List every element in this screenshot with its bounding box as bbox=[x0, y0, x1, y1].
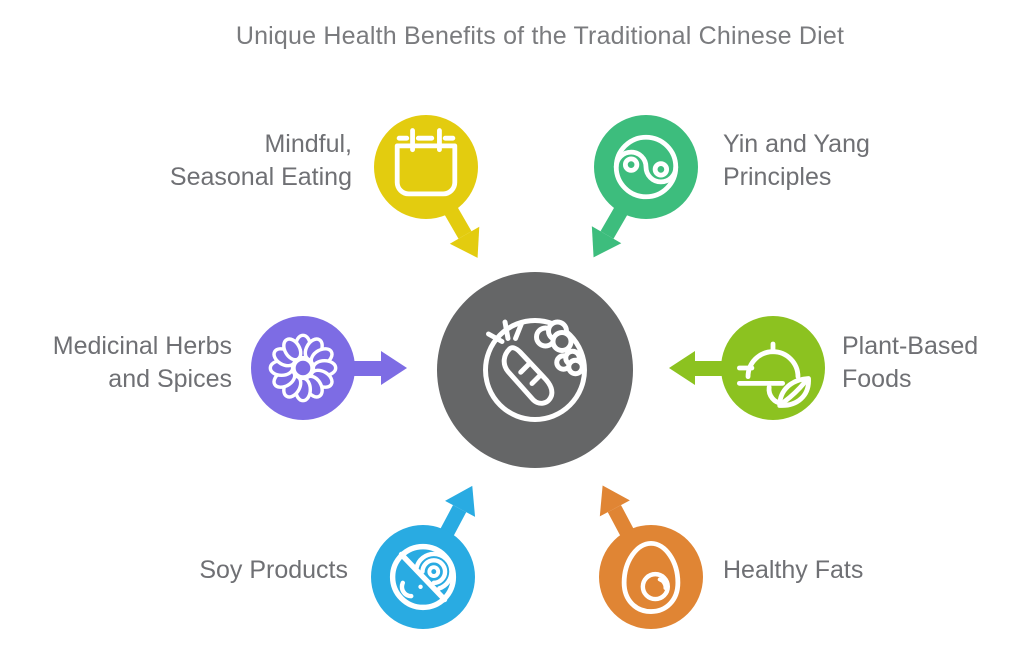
center-circle bbox=[437, 272, 633, 468]
label-soy-products: Soy Products bbox=[199, 556, 348, 584]
mindful-circle bbox=[374, 115, 478, 219]
healthy-meal-plate-icon bbox=[483, 318, 587, 422]
yin-yang-circle bbox=[594, 115, 698, 219]
herbs-circle bbox=[251, 316, 355, 420]
label-medicinal-herbs-and-spices: Medicinal Herbs and Spices bbox=[52, 332, 232, 393]
label-yin-yang-principles: Yin and Yang Principles bbox=[723, 130, 870, 191]
plant-circle bbox=[721, 316, 825, 420]
page-title: Unique Health Benefits of the Traditiona… bbox=[235, 22, 845, 50]
yin-yang-icon bbox=[613, 134, 679, 200]
egg-icon bbox=[621, 541, 681, 614]
soy-circle bbox=[371, 525, 475, 629]
label-plant-based-foods: Plant-Based Foods bbox=[842, 332, 979, 393]
fats-circle bbox=[599, 525, 703, 629]
cloche-leaf-icon bbox=[737, 341, 811, 408]
daisy-flower-icon bbox=[268, 333, 338, 403]
calendar-icon bbox=[394, 128, 458, 197]
label-healthy-fats: Healthy Fats bbox=[723, 556, 864, 584]
label-mindful-seasonal-eating: Mindful, Seasonal Eating bbox=[169, 130, 352, 191]
no-soybean-icon bbox=[389, 543, 457, 611]
